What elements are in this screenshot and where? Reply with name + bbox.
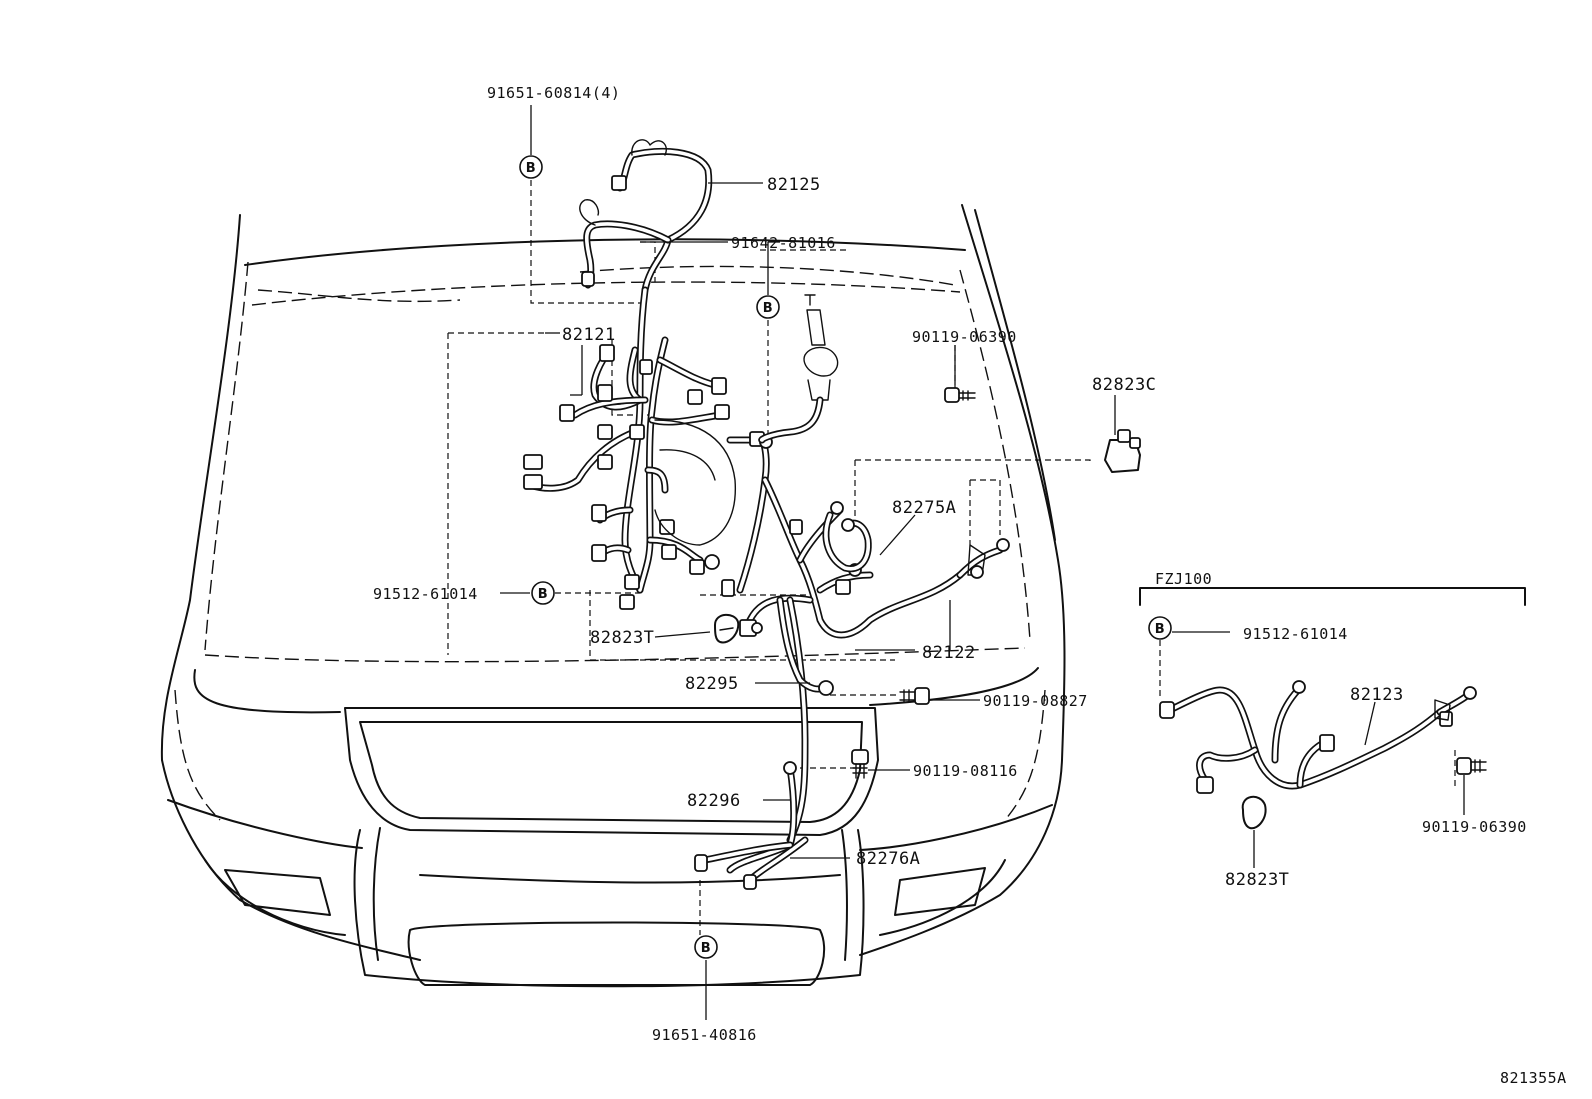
grommet-82823T: [714, 613, 740, 644]
diagram-id: 821355A: [1500, 1069, 1567, 1087]
label-82823C: 82823C: [1092, 375, 1156, 395]
label-91651-60814: 91651-60814(4): [487, 84, 620, 102]
label-91651-40816: 91651-40816: [652, 1026, 757, 1044]
label-82823T-fzj100: 82823T: [1225, 870, 1289, 890]
part-labels: 91651-60814(4) 82125 91642-81016 82121 9…: [373, 84, 1567, 1087]
label-91512-61014-main: 91512-61014: [373, 585, 478, 603]
harness-82121: [523, 286, 736, 610]
oxygen-sensor-82823C-area: [758, 294, 839, 444]
b-marker-91512-61014-main: B: [531, 581, 555, 605]
label-90119-06390-main: 90119-06390: [912, 328, 1017, 346]
label-90119-08116: 90119-08116: [913, 762, 1018, 780]
b-marker-91651-40816: B: [694, 935, 718, 959]
callout-groups: [447, 180, 1456, 935]
svg-text:B: B: [1155, 622, 1165, 637]
harness-82295: [776, 596, 834, 696]
harness-82125: [579, 139, 713, 294]
label-82275A: 82275A: [892, 498, 956, 518]
harness-82275A: [822, 511, 872, 573]
fzj100-inset: [1139, 587, 1526, 868]
svg-text:B: B: [701, 941, 711, 956]
bolt-90119-06390-main: [944, 387, 976, 403]
label-82295: 82295: [685, 674, 739, 694]
label-90119-08827: 90119-08827: [983, 692, 1088, 710]
label-91642-81016: 91642-81016: [731, 234, 836, 252]
svg-text:B: B: [538, 587, 548, 602]
svg-text:B: B: [526, 161, 536, 176]
harness-82122: [704, 431, 1010, 844]
label-90119-06390-fzj100: 90119-06390: [1422, 818, 1527, 836]
relay-82823C: [1104, 429, 1141, 473]
leader-lines: [500, 105, 1116, 1020]
label-82125: 82125: [767, 175, 821, 195]
b-marker-91651-60814: B: [519, 155, 543, 179]
bolt-90119-08116: [851, 749, 869, 779]
label-fzj100: FZJ100: [1155, 570, 1212, 588]
label-82276A: 82276A: [856, 849, 920, 869]
label-91512-61014-fzj100: 91512-61014: [1243, 625, 1348, 643]
b-marker-91642-81016: B: [756, 295, 780, 319]
label-82823T-main: 82823T: [590, 628, 654, 648]
label-82123: 82123: [1350, 685, 1404, 705]
label-82122: 82122: [922, 643, 976, 663]
harness-82276A: [694, 836, 809, 890]
bolt-90119-08827: [899, 687, 930, 705]
svg-text:B: B: [763, 301, 773, 316]
vehicle-body-outline: [160, 204, 1066, 988]
label-82296: 82296: [687, 791, 741, 811]
label-82121: 82121: [562, 325, 616, 345]
b-marker-91512-61014-fzj100: B: [1148, 616, 1172, 640]
